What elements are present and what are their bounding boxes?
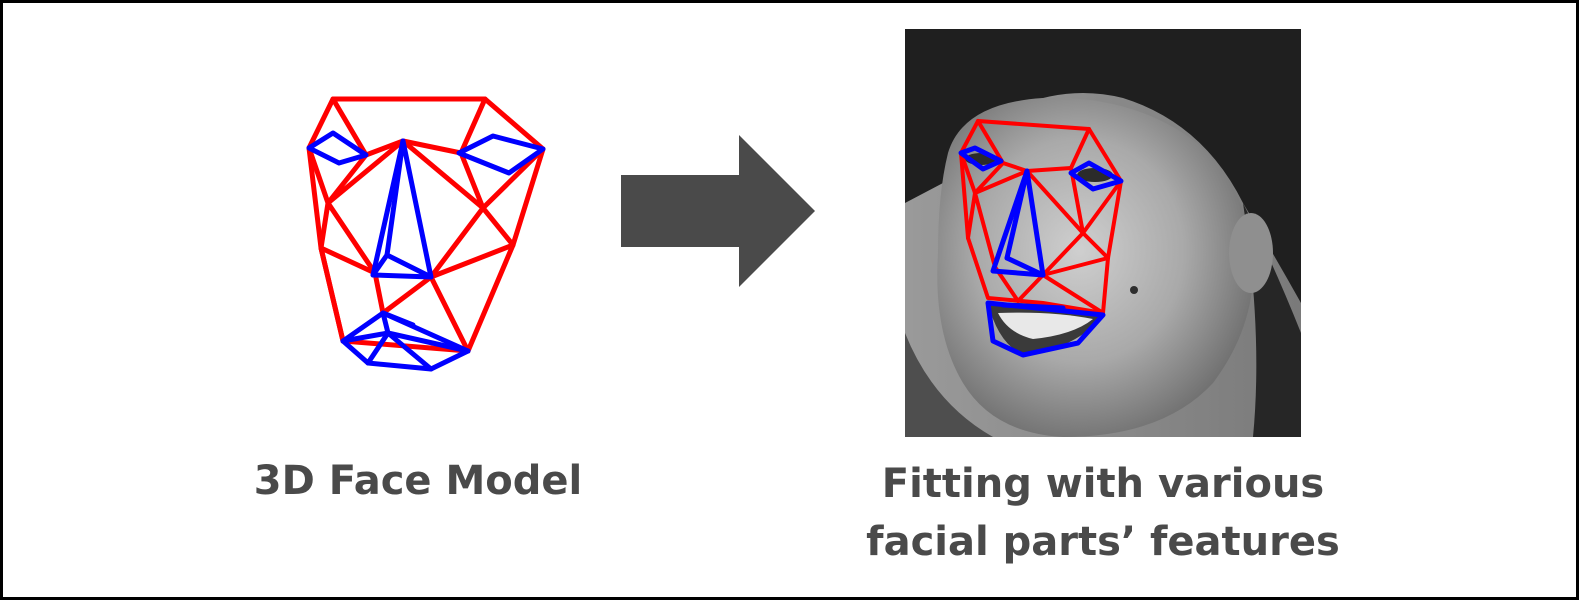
right-caption-line1: Fitting with various <box>881 461 1325 507</box>
face-photo-illustration <box>905 29 1301 437</box>
model-red-mesh <box>306 96 546 354</box>
fitted-red-mesh <box>959 119 1123 315</box>
model-blue-features <box>306 130 546 372</box>
left-caption: 3D Face Model <box>253 458 583 504</box>
right-caption: Fitting with various facial parts’ featu… <box>843 455 1363 571</box>
fitted-face-photo <box>905 29 1301 437</box>
right-arrow-icon <box>621 135 815 287</box>
fitted-blue-features <box>958 145 1124 358</box>
face-model-wireframe <box>306 96 546 372</box>
right-caption-line2: facial parts’ features <box>866 519 1340 565</box>
